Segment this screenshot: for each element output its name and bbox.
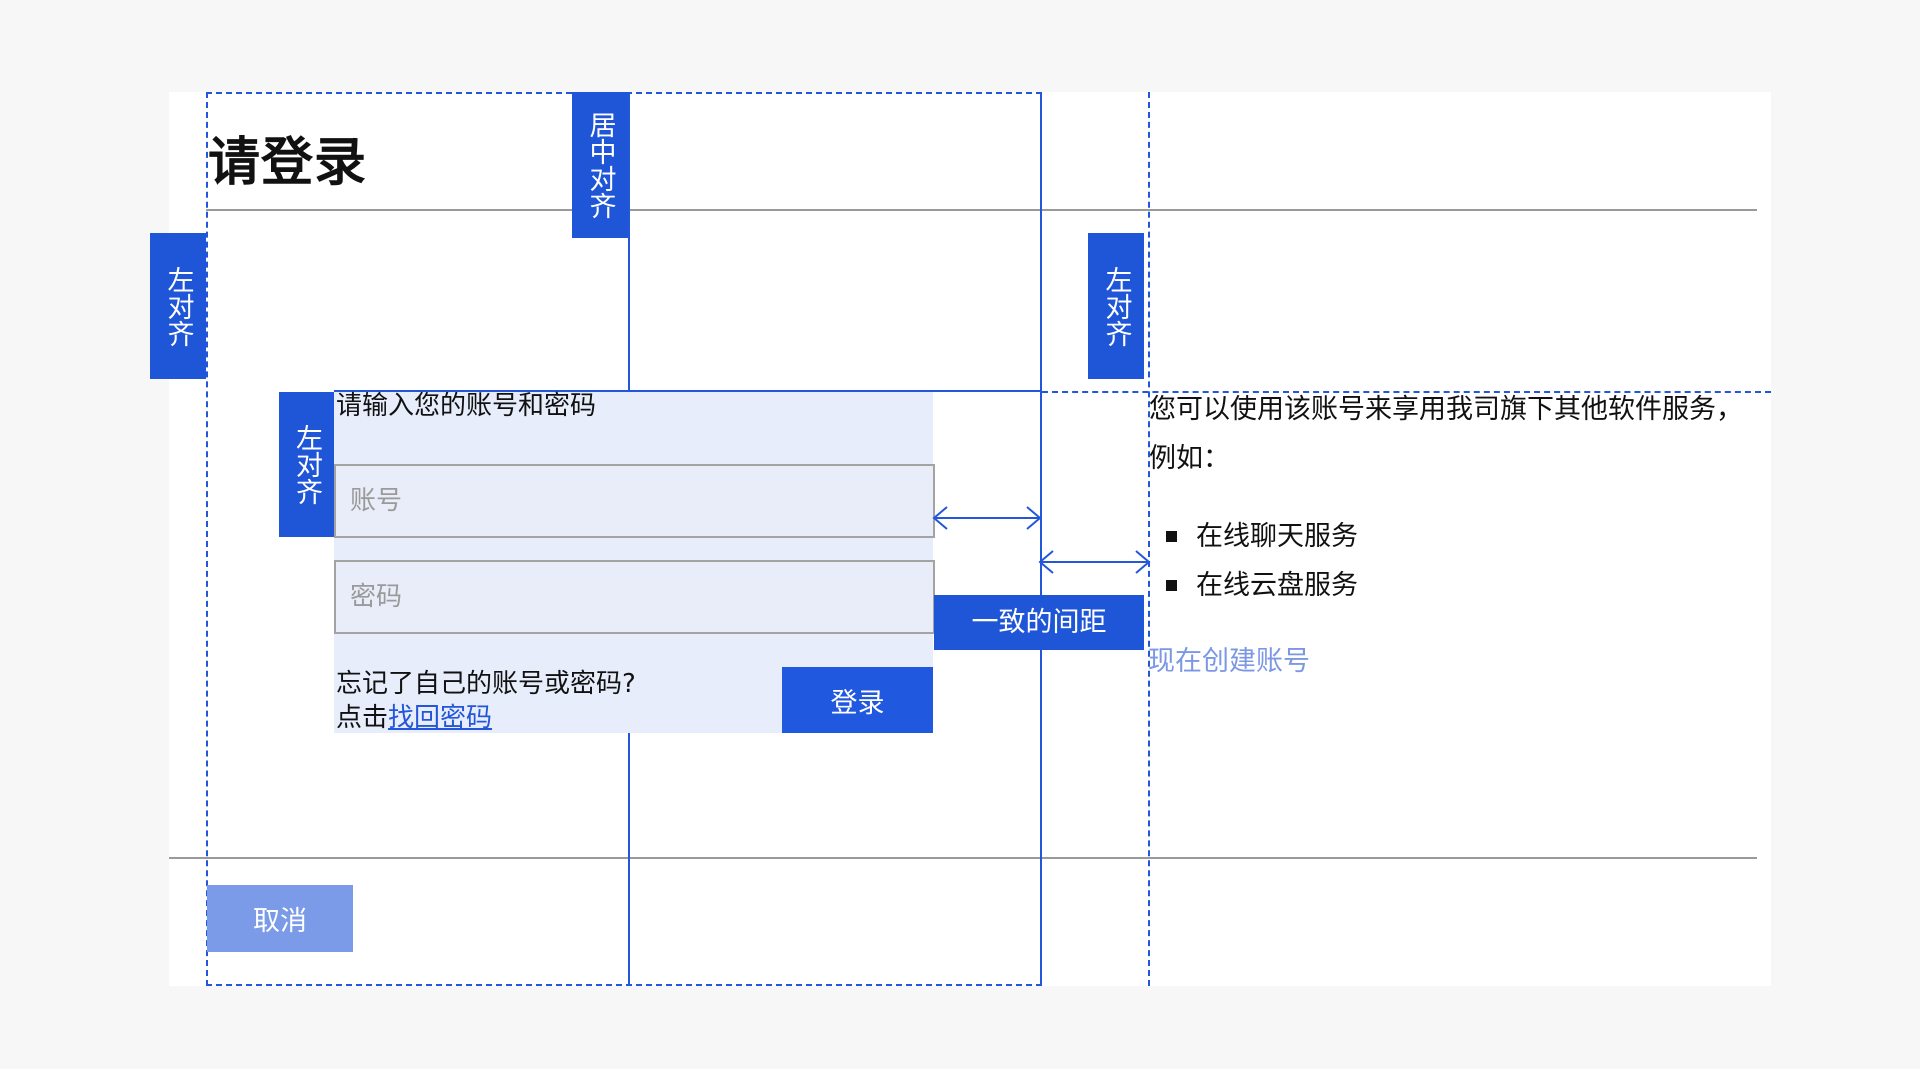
- forgot-credentials-hint: 点击找回密码: [336, 701, 492, 735]
- forgot-prefix-text: 点击: [336, 703, 389, 733]
- account-field[interactable]: [334, 464, 935, 538]
- left-align-tag-outer: 左对齐: [150, 233, 206, 379]
- form-intro-text: 请输入您的账号和密码: [336, 391, 597, 421]
- bullet-icon: [1166, 580, 1177, 591]
- forgot-credentials-text: 忘记了自己的账号或密码?: [336, 669, 636, 699]
- center-align-tag: 居中对齐: [572, 92, 628, 238]
- service-list: 在线聊天服务 在线云盘服务: [1166, 512, 1358, 610]
- guide-form-top-line: [334, 390, 1042, 392]
- password-field[interactable]: [334, 560, 935, 634]
- guide-form-right-line: [1040, 92, 1042, 986]
- service-label: 在线聊天服务: [1196, 521, 1358, 552]
- left-align-tag-right: 左对齐: [1088, 233, 1144, 379]
- login-button[interactable]: 登录: [782, 667, 933, 733]
- guide-right-column-line: [1148, 92, 1150, 986]
- create-account-link[interactable]: 现在创建账号: [1148, 646, 1310, 677]
- page-title: 请登录: [208, 133, 368, 193]
- footer-divider: [169, 857, 1757, 859]
- consistent-spacing-tag: 一致的间距: [934, 595, 1144, 650]
- cancel-button[interactable]: 取消: [207, 885, 353, 952]
- guide-bottom-edge: [206, 984, 1042, 986]
- list-item: 在线聊天服务: [1166, 512, 1358, 561]
- bullet-icon: [1166, 531, 1177, 542]
- spacing-arrow-form-to-line: [932, 506, 1042, 530]
- account-benefits-text: 您可以使用该账号来享用我司旗下其他软件服务，例如：: [1149, 394, 1743, 474]
- spacing-arrow-line-to-column: [1038, 550, 1151, 574]
- service-label: 在线云盘服务: [1196, 570, 1358, 601]
- guide-right-top-line: [1042, 391, 1771, 393]
- password-input[interactable]: [336, 562, 933, 632]
- header-divider: [206, 209, 1757, 211]
- account-input[interactable]: [336, 466, 933, 536]
- guide-left-edge: [206, 92, 208, 986]
- spacing-arrows: [932, 506, 1151, 574]
- left-align-tag-form: 左对齐: [279, 392, 334, 537]
- list-item: 在线云盘服务: [1166, 561, 1358, 610]
- recover-password-link[interactable]: 找回密码: [388, 703, 493, 733]
